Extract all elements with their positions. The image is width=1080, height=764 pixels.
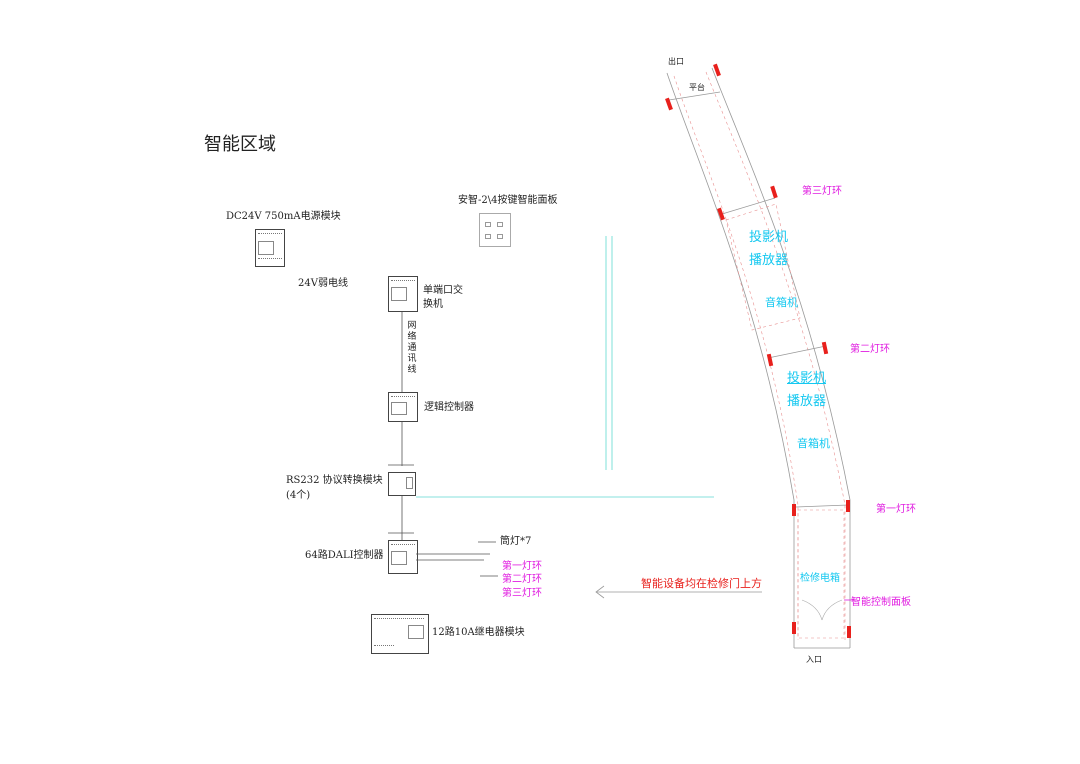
marker-ring1-right <box>846 500 850 512</box>
projector-b-label: 投影机 <box>787 371 827 386</box>
marker-ring2-left <box>766 353 774 367</box>
switch-label-line2: 换机 <box>423 299 443 310</box>
dali-label: 64路DALI控制器 <box>305 550 384 561</box>
marker-exit-left <box>665 97 673 111</box>
zone-entrance-outline <box>797 509 845 639</box>
marker-ring3-left <box>717 207 725 221</box>
rs232-box <box>388 472 416 496</box>
player-a-label: 播放器 <box>749 253 789 268</box>
speaker-b-label: 音箱机 <box>797 437 830 450</box>
logic-controller-box <box>388 392 418 422</box>
dali-box <box>388 540 418 574</box>
marker-ring3-right <box>770 185 778 199</box>
marker-exit-right <box>713 63 721 77</box>
corridor-wall-right <box>711 67 851 648</box>
lamp-ring2-label: 第二灯环 <box>502 574 542 585</box>
weak-line-label: 24V弱电线 <box>298 278 348 289</box>
rs232-label-line1: RS232 协议转换模块 <box>286 475 383 486</box>
switch-label-line1: 单端口交 <box>423 285 463 296</box>
exit-label: 出口 <box>668 57 684 66</box>
plan-ring1-label: 第一灯环 <box>876 504 916 515</box>
section-b <box>767 345 827 359</box>
projector-a-label: 投影机 <box>749 230 789 245</box>
marker-entrance-left <box>792 622 796 634</box>
corridor-wall-left <box>666 72 795 648</box>
lamp-ring1-label: 第一灯环 <box>502 561 542 572</box>
control-panel-label: 智能控制面板 <box>851 597 911 608</box>
area-title: 智能区域 <box>204 134 276 155</box>
plan-ring3-label: 第三灯环 <box>802 186 842 197</box>
location-note: 智能设备均在检修门上方 <box>641 577 762 590</box>
relay-box <box>371 614 429 654</box>
player-b-label: 播放器 <box>787 394 827 409</box>
platform-label: 平台 <box>689 83 705 92</box>
corridor-plan <box>665 63 854 649</box>
smart-panel-box <box>479 213 511 247</box>
section-c <box>795 504 849 508</box>
corridor-dash-right <box>705 71 846 640</box>
zone-a-outline <box>725 203 801 331</box>
rs232-label-line2: (4个) <box>286 490 311 501</box>
speaker-a-label: 音箱机 <box>765 296 798 309</box>
network-cable-label: 网 络 通 讯 线 <box>407 321 417 375</box>
downlight-label: 筒灯*7 <box>500 536 532 547</box>
lamp-ring3-label: 第三灯环 <box>502 588 542 599</box>
power-module-box <box>255 229 285 267</box>
section-a <box>721 197 776 215</box>
corridor-dash-left <box>673 75 799 640</box>
relay-label: 12路10A继电器模块 <box>432 627 525 638</box>
marker-ring1-left <box>792 504 796 516</box>
switch-box <box>388 276 418 312</box>
marker-ring2-right <box>821 341 829 355</box>
plan-ring2-label: 第二灯环 <box>850 344 890 355</box>
logic-controller-label: 逻辑控制器 <box>424 402 474 413</box>
power-module-label: DC24V 750mA电源模块 <box>226 211 341 222</box>
access-door-label: 检修电箱 <box>800 573 840 584</box>
entrance-door-arc-left <box>801 599 823 621</box>
smart-panel-label: 安智-2\4按键智能面板 <box>458 195 558 206</box>
note-arrow-head <box>595 585 605 599</box>
section-platform <box>668 91 721 101</box>
entrance-door-arc-right <box>821 599 843 621</box>
marker-entrance-right <box>847 626 851 638</box>
entrance-label: 入口 <box>806 655 822 664</box>
